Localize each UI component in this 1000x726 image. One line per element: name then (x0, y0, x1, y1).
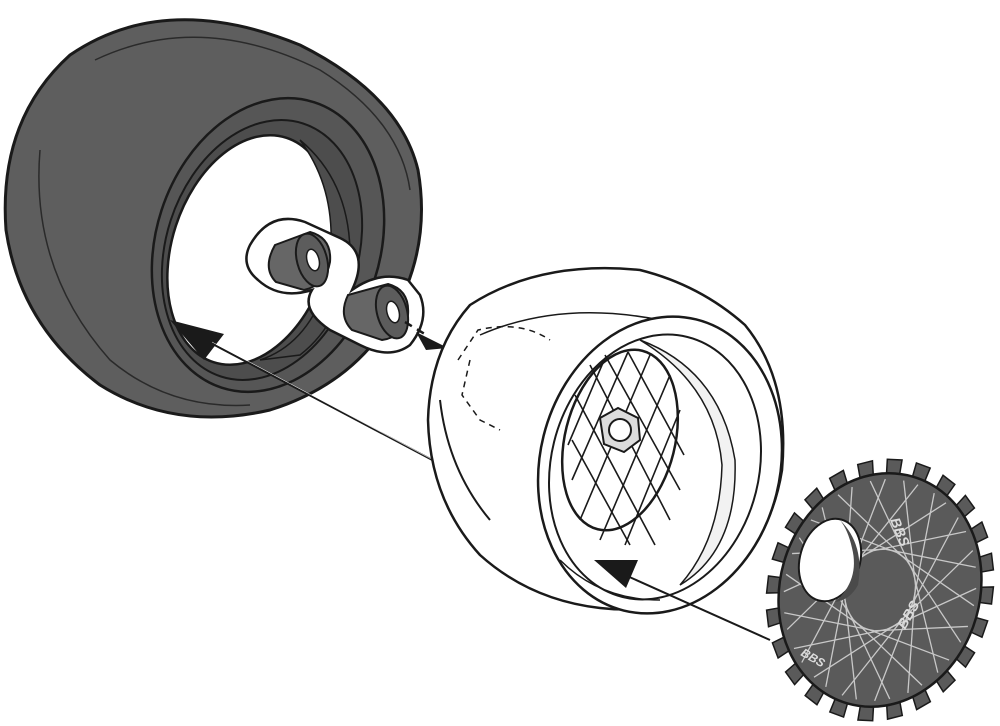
rim-hidden-outline (457, 325, 551, 431)
insert-spoke (885, 548, 976, 568)
insert-spoke (906, 560, 962, 643)
insert-spoke (907, 585, 917, 693)
arrow-head (416, 332, 448, 350)
insert-spoke (912, 571, 939, 673)
tire-groove (38, 149, 251, 407)
insert-spoke (872, 530, 967, 552)
insert-spoke (903, 480, 917, 586)
axle-center (608, 418, 632, 442)
insert-spoke (874, 625, 968, 632)
insert-spoke (886, 587, 977, 630)
arrow-line (204, 339, 456, 473)
insert-spoke (862, 626, 950, 661)
arrow-line-highlight (211, 341, 453, 471)
insert-spoke (913, 493, 935, 600)
insert-spoke (896, 552, 975, 607)
insert-spoke (851, 484, 919, 568)
insert-tooth (857, 705, 875, 722)
insert-spoke (861, 502, 947, 558)
arrow-head (170, 320, 224, 360)
dashed-arrow-line (404, 320, 429, 338)
arrow-bushing-to-rim (404, 320, 448, 350)
insert-disc (777, 472, 983, 708)
bushing-hole (305, 248, 321, 272)
wheel-insert: BBS BBS BBS (765, 458, 995, 722)
bushing-group (245, 217, 425, 354)
tire (3, 18, 423, 419)
rim-bottom-lip (559, 559, 661, 601)
rim-inner-well (639, 339, 736, 586)
bushing-2 (342, 282, 410, 342)
tire-groove (94, 36, 411, 191)
insert-spoke (869, 480, 914, 573)
rim (426, 266, 785, 615)
bushing-1 (267, 230, 332, 292)
arrow-insert-to-rim (594, 560, 771, 641)
insert-spoke (837, 494, 908, 561)
bushing-hole (385, 300, 401, 324)
arrow-head (594, 560, 638, 588)
insert-tooth (885, 458, 903, 475)
insert-spoke (874, 599, 915, 702)
rim-lip (439, 399, 491, 521)
insert-bore-shadow (835, 520, 860, 602)
insert-spoke (813, 622, 899, 678)
insert-spoke (898, 550, 974, 624)
arrow-rim-to-tire (170, 320, 456, 473)
insert-spoke (907, 517, 959, 613)
insert-spoke (793, 628, 888, 650)
insert-spoke (841, 612, 909, 696)
arrow-line (624, 574, 771, 641)
insert-spoke (846, 607, 891, 700)
insert-spoke (852, 619, 923, 686)
insert-spoke (843, 594, 857, 700)
insert-spoke (784, 612, 875, 632)
